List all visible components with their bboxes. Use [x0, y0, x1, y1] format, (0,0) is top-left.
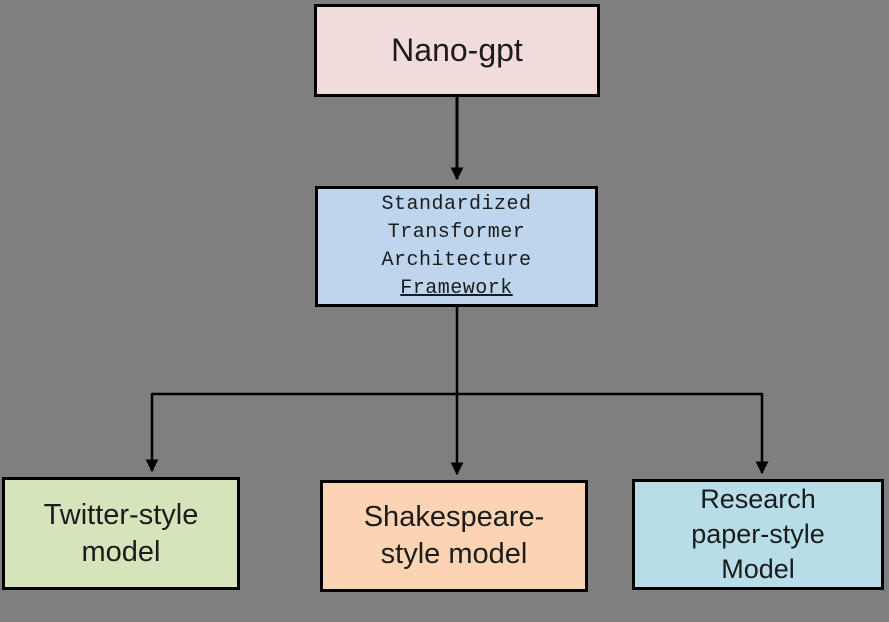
node-twitter-line-2: model — [81, 535, 161, 568]
node-nano-gpt: Nano-gpt — [314, 4, 600, 97]
node-framework-line-4: Framework — [400, 276, 513, 300]
node-research-line-2: paper-style — [691, 519, 825, 549]
node-framework-line-2: Transformer — [387, 220, 526, 244]
node-shakespeare-line-1: Shakespeare- — [363, 501, 545, 533]
node-framework-line-1: Standardized — [381, 192, 532, 216]
node-research-line-1: Research — [700, 484, 816, 514]
node-framework: Standardized Transformer Architecture Fr… — [315, 186, 598, 307]
node-shakespeare-style-model: Shakespeare- style model — [320, 480, 588, 592]
node-nano-gpt-label: Nano-gpt — [391, 32, 523, 68]
node-research-paper-style-model: Research paper-style Model — [632, 479, 884, 590]
node-twitter-style-model: Twitter-style model — [2, 477, 240, 590]
node-research-line-3: Model — [721, 554, 795, 584]
node-twitter-line-1: Twitter-style — [43, 498, 199, 531]
node-framework-line-3: Architecture — [381, 248, 532, 272]
node-shakespeare-line-2: style model — [380, 538, 528, 570]
